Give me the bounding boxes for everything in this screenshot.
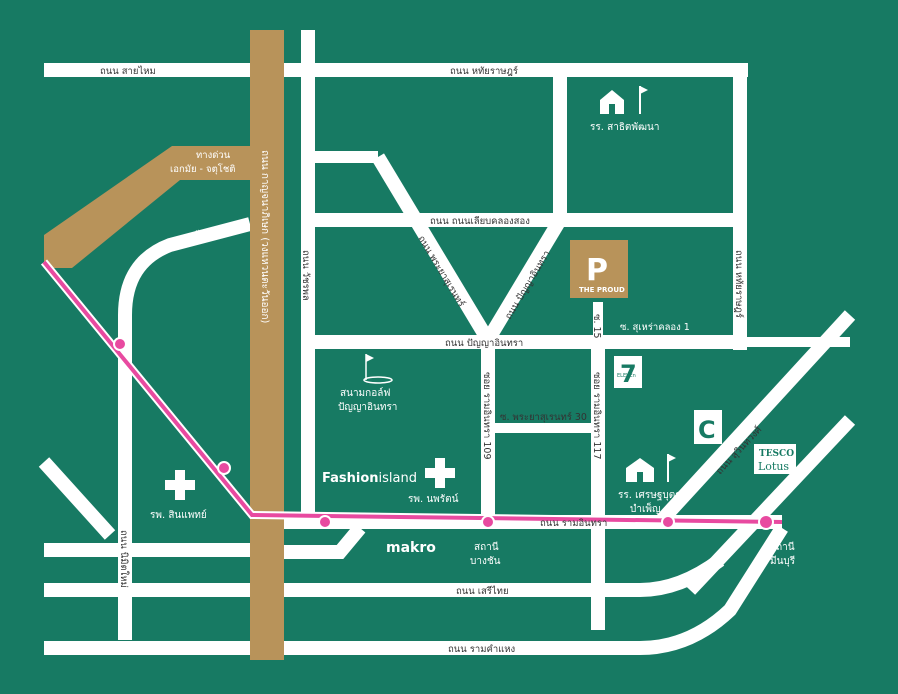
golf-green	[363, 376, 393, 384]
school-icon	[626, 458, 654, 482]
hospital-sinphaet-marker: รพ. สินแพทย์	[150, 470, 207, 521]
label-school-setthabut-1: รร. เศรษฐบุตร	[618, 490, 681, 501]
road-panya-indra-diagonal	[481, 216, 567, 344]
road-phraya-suren-diagonal	[372, 153, 494, 344]
big-c-box	[694, 410, 722, 444]
label-seri-thai: ถนน เสรีไทย	[456, 585, 509, 597]
flag	[640, 86, 648, 94]
station-min-buri: สถานี มีนบุรี	[770, 541, 796, 567]
label-soi-ram-indra-109: ซอย รามอินทรา 109	[481, 372, 492, 460]
project-name: THE PROUD	[579, 286, 625, 294]
fashion-island-logo: Fashionisland	[322, 471, 417, 486]
tesco-line1: TESCO	[759, 449, 794, 459]
label-kanchanaphisek: ถนน กาญจนาภิเษก (วงแหวนตะวันออก)	[259, 150, 270, 324]
big-c-letter: C	[698, 416, 716, 444]
label-bang-chan-1: สถานี	[474, 541, 499, 553]
label-nimit-mai: ถนน นิมิตใหม่	[118, 530, 130, 588]
label-soi-phraya-suren-30: ซ. พระยาสุเรนทร์ 30	[500, 411, 587, 423]
station-dot-icon	[481, 515, 495, 529]
label-ram-indra: ถนน รามอินทรา	[540, 518, 607, 529]
road-ramkhamhaeng	[44, 524, 788, 655]
tesco-line2: Lotus	[758, 460, 789, 473]
label-bang-chan-2: บางชัน	[470, 556, 501, 567]
seven-eleven-number: 7	[620, 360, 637, 388]
label-ramkhamhaeng: ถนน รามคำแหง	[448, 644, 515, 655]
the-proud-project-marker[interactable]: P THE PROUD	[570, 240, 628, 298]
label-soi-15: ซ. 15	[591, 314, 602, 339]
label-golf-2: ปัญญาอินทรา	[338, 402, 397, 413]
label-liab-khlong-song: ถนน ถนนเลียบคลองสอง	[430, 215, 530, 227]
road-seri-thai	[44, 554, 725, 597]
label-hospital-sinphaet: รพ. สินแพทย์	[150, 509, 207, 521]
road-network	[38, 30, 856, 655]
label-panya-indra: ถนน ปัญญาอินทรา	[445, 338, 523, 349]
label-hathai-rat: ถนน หทัยราษฎร์	[450, 65, 518, 77]
hospital-cross-icon	[165, 470, 195, 500]
project-logo-letter: P	[586, 253, 608, 288]
school-door	[637, 472, 643, 482]
station-dot-icon	[217, 461, 231, 475]
label-sai-mai: ถนน สายไหม	[100, 65, 156, 77]
label-soi-ram-indra-117: ซอย รามอินทรา 117	[591, 372, 602, 460]
flag	[668, 454, 676, 462]
makro-logo: makro	[386, 540, 436, 556]
tesco-lotus-logo: TESCO Lotus	[754, 444, 796, 474]
school-icon	[600, 90, 624, 114]
school-sarit-marker: รร. สาธิตพัฒนา	[590, 86, 660, 133]
label-min-buri-1: สถานี	[770, 541, 795, 553]
hospital-nopparat-marker: รพ. นพรัตน์	[408, 458, 459, 505]
expressway-kanchanaphisek	[250, 30, 284, 660]
flag	[366, 354, 374, 362]
seven-eleven-logo: 7 ELEVEn	[614, 356, 642, 388]
label-hospital-nopparat: รพ. นพรัตน์	[408, 493, 459, 505]
label-min-buri-2: มีนบุรี	[770, 555, 796, 567]
fashion-island-bold: Fashionisland	[322, 471, 417, 486]
rail-track	[42, 260, 783, 524]
pink-line-rail	[40, 259, 783, 530]
school-door	[609, 104, 615, 114]
seven-eleven-word: ELEVEn	[617, 373, 636, 379]
seven-eleven-box	[614, 356, 642, 388]
road-khu-bon	[118, 217, 252, 640]
station-dot-icon	[113, 337, 127, 351]
station-dot-icon	[661, 515, 675, 529]
school-setthabut-marker: รร. เศรษฐบุตร บำเพ็ญ	[618, 454, 681, 515]
label-expressway-route: เอกมัย - จตุโชติ	[170, 163, 235, 175]
hospital-cross-icon	[425, 458, 455, 488]
road-suwinthawong	[654, 310, 856, 527]
label-soi-suerao-khlong-1: ซ. สุเหร่าคลอง 1	[620, 322, 690, 333]
label-hathai-rat-right: ถนน หทัยราษฎร์	[733, 250, 745, 318]
golf-course-marker: สนามกอล์ฟ ปัญญาอินทรา	[338, 354, 397, 413]
expressway	[44, 30, 284, 660]
label-school-setthabut-2: บำเพ็ญ	[630, 501, 661, 515]
station-bang-chan: สถานี บางชัน	[470, 541, 501, 567]
road-left-lower-diagonal	[38, 457, 116, 540]
project-logo-box	[570, 240, 628, 298]
big-c-logo: C	[694, 410, 722, 444]
label-watcharaphon: ถนน วัชรพล	[300, 250, 311, 301]
tesco-box	[754, 444, 796, 474]
station-dot-icon	[758, 514, 774, 530]
label-golf-1: สนามกอล์ฟ	[340, 387, 390, 399]
station-dot-icon	[318, 515, 332, 529]
label-school-sarit: รร. สาธิตพัฒนา	[590, 122, 660, 133]
label-expressway: ทางด่วน	[196, 150, 231, 161]
expressway-diagonal	[44, 146, 258, 268]
